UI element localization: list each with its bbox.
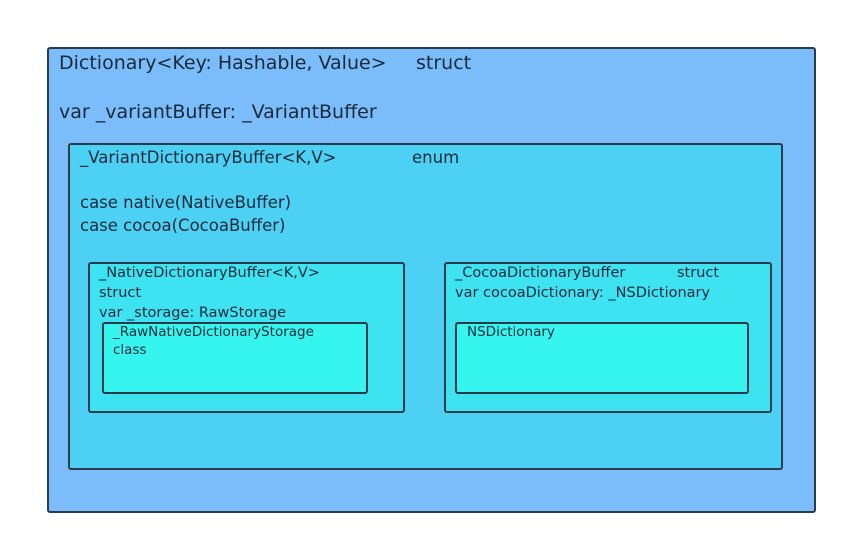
raw-storage-kind: class bbox=[113, 342, 147, 358]
native-buffer-title: _NativeDictionaryBuffer<K,V> bbox=[99, 265, 320, 281]
storage-property: var _storage: RawStorage bbox=[99, 305, 287, 321]
cocoa-buffer-title: _CocoaDictionaryBuffer bbox=[455, 265, 626, 281]
case-cocoa: case cocoa(CocoaBuffer) bbox=[80, 216, 286, 235]
native-buffer-kind: struct bbox=[99, 285, 142, 301]
raw-storage-title: _RawNativeDictionaryStorage bbox=[113, 324, 314, 340]
raw-native-storage-class-box: _RawNativeDictionaryStorage class bbox=[102, 322, 368, 394]
dictionary-title: Dictionary<Key: Hashable, Value> bbox=[59, 52, 387, 74]
nsdictionary-box: NSDictionary bbox=[455, 322, 749, 394]
cocoa-buffer-kind: struct bbox=[677, 265, 720, 281]
variant-buffer-kind: enum bbox=[412, 148, 460, 167]
nsdictionary-title: NSDictionary bbox=[467, 324, 555, 340]
case-native: case native(NativeBuffer) bbox=[80, 193, 292, 212]
dictionary-kind: struct bbox=[416, 52, 472, 74]
cocoa-dictionary-property: var cocoaDictionary: _NSDictionary bbox=[455, 285, 711, 301]
variant-buffer-property: var _variantBuffer: _VariantBuffer bbox=[59, 101, 377, 123]
variant-buffer-title: _VariantDictionaryBuffer<K,V> bbox=[80, 148, 337, 167]
